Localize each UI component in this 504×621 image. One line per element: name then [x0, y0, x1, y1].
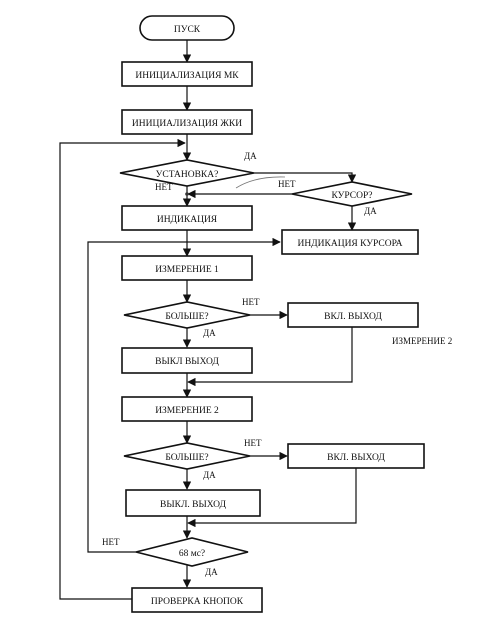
- output-on-1-box: [287, 302, 419, 328]
- init-mk-node: ИНИЦИАЛИЗАЦИЯ МК: [121, 61, 253, 87]
- setup-label: УСТАНОВКА?: [156, 170, 219, 180]
- branch-labels: ДА НЕТ НЕТ ДА НЕТ ДА НЕТ ДА НЕТ ДА: [102, 151, 377, 577]
- output-on-1-node: ВКЛ. ВЫХОД: [287, 302, 419, 328]
- greater-2-diamond: [123, 442, 251, 470]
- cursor-label: КУРСОР?: [332, 191, 373, 201]
- curved-mark: [235, 176, 286, 189]
- arrow-output-on-1-return: [187, 327, 353, 387]
- start-node: ПУСК: [139, 15, 235, 41]
- measure-1-node: ИЗМЕРЕНИЕ 1: [121, 255, 253, 281]
- loop-check-buttons-to-setup: [59, 138, 186, 600]
- output-off-1-node: ВЫКЛ ВЫХОД: [121, 347, 253, 374]
- output-off-1-box: [121, 347, 253, 374]
- greater-1-yes-label: ДА: [203, 328, 216, 338]
- greater-1-decision: БОЛЬШЕ?: [123, 301, 251, 329]
- timer-label: 68 мс?: [179, 549, 205, 559]
- greater-2-decision: БОЛЬШЕ?: [123, 442, 251, 470]
- measure-1-box: [121, 255, 253, 281]
- measure-2-box: [121, 396, 253, 422]
- greater-2-label: БОЛЬШЕ?: [165, 453, 208, 463]
- measure-1-label: ИЗМЕРЕНИЕ 1: [155, 265, 219, 275]
- output-off-1-label: ВЫКЛ ВЫХОД: [155, 357, 219, 367]
- indication-label: ИНДИКАЦИЯ: [157, 215, 218, 225]
- output-on-1-label: ВКЛ. ВЫХОД: [324, 312, 382, 322]
- junction-dot: [185, 192, 189, 196]
- output-off-2-node: ВЫКЛ. ВЫХОД: [125, 489, 261, 517]
- indication-box: [121, 205, 253, 231]
- setup-diamond: [119, 159, 255, 187]
- cursor-indication-label: ИНДИКАЦИЯ КУРСОРА: [297, 239, 402, 249]
- greater-2-yes-label: ДА: [203, 470, 216, 480]
- cursor-decision: КУРСОР?: [291, 181, 413, 207]
- start-terminator: [139, 15, 235, 41]
- output-on-2-box: [287, 443, 425, 469]
- output-off-2-label: ВЫКЛ. ВЫХОД: [160, 500, 227, 510]
- measure-2-label: ИЗМЕРЕНИЕ 2: [155, 406, 219, 416]
- timer-diamond: [135, 537, 249, 567]
- measure-2-node: ИЗМЕРЕНИЕ 2: [121, 396, 253, 422]
- output-on-2-label: ВКЛ. ВЫХОД: [327, 453, 385, 463]
- init-lcd-label: ИНИЦИАЛИЗАЦИЯ ЖКИ: [132, 119, 242, 129]
- cursor-diamond: [291, 181, 413, 207]
- arrow-output-on-2-return: [187, 468, 357, 528]
- cursor-indication-box: [281, 229, 419, 255]
- setup-yes-label: ДА: [244, 151, 257, 161]
- init-lcd-box: [121, 109, 253, 135]
- check-buttons-node: ПРОВЕРКА КНОПОК: [131, 587, 263, 613]
- cursor-indication-node: ИНДИКАЦИЯ КУРСОРА: [281, 229, 419, 255]
- cursor-no-label: НЕТ: [278, 179, 296, 189]
- indication-node: ИНДИКАЦИЯ: [121, 205, 253, 231]
- output-off-2-box: [125, 489, 261, 517]
- arrow-setup-yes-to-cursor: [254, 172, 357, 183]
- check-buttons-box: [131, 587, 263, 613]
- cursor-yes-label: ДА: [364, 206, 377, 216]
- greater-1-diamond: [123, 301, 251, 329]
- loop-timer-no-to-upper: [87, 237, 281, 553]
- timer-decision: 68 мс?: [135, 537, 249, 567]
- check-buttons-label: ПРОВЕРКА КНОПОК: [151, 597, 244, 607]
- setup-decision: УСТАНОВКА?: [119, 159, 255, 187]
- side-label-measure-2: ИЗМЕРЕНИЕ 2: [392, 336, 452, 346]
- greater-1-label: БОЛЬШЕ?: [165, 312, 208, 322]
- greater-2-no-label: НЕТ: [244, 438, 262, 448]
- init-lcd-node: ИНИЦИАЛИЗАЦИЯ ЖКИ: [121, 109, 253, 135]
- init-mk-label: ИНИЦИАЛИЗАЦИЯ МК: [135, 71, 239, 81]
- timer-no-label: НЕТ: [102, 537, 120, 547]
- start-label: ПУСК: [174, 25, 201, 35]
- output-on-2-node: ВКЛ. ВЫХОД: [287, 443, 425, 469]
- init-mk-box: [121, 61, 253, 87]
- greater-1-no-label: НЕТ: [242, 297, 260, 307]
- connectors: [59, 40, 357, 600]
- setup-no-label: НЕТ: [155, 182, 173, 192]
- timer-yes-label: ДА: [205, 567, 218, 577]
